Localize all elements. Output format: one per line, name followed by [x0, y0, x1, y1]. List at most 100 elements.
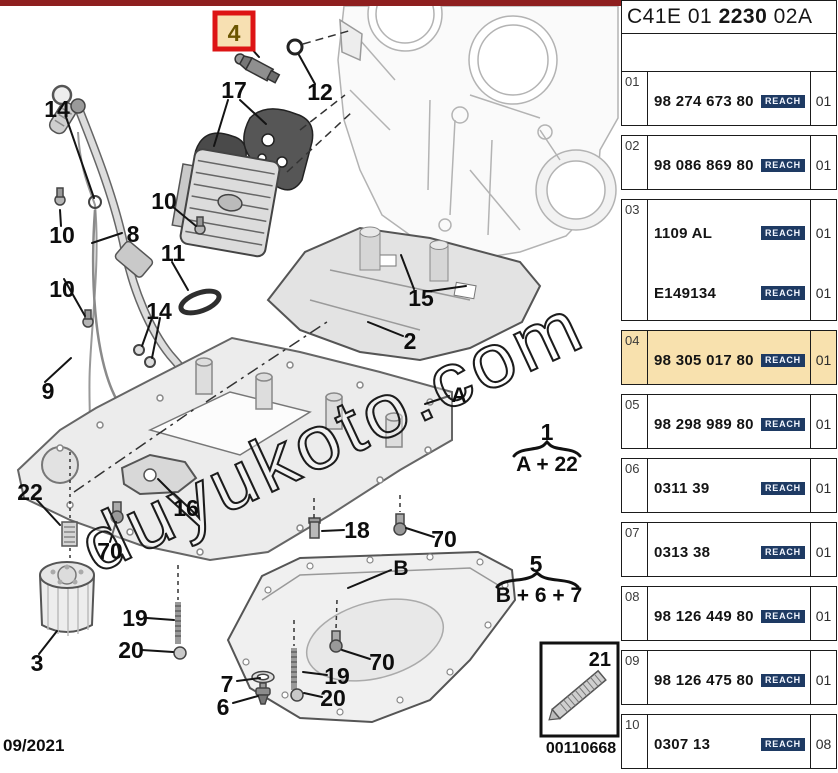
selected-callout-box[interactable]: 4 [212, 10, 256, 52]
leader-lines [36, 46, 467, 704]
upper-oil-pan [16, 336, 453, 562]
callout-17[interactable]: 17 [221, 77, 247, 103]
callout-14[interactable]: 14 [146, 298, 172, 324]
part-number[interactable]: 98 274 673 80 [654, 93, 754, 110]
quantity: 01 [815, 480, 832, 496]
row-index: 06 [622, 459, 648, 512]
part-number[interactable]: 98 126 449 80 [654, 608, 754, 625]
inset-box-21: 21 00110668 [539, 641, 620, 757]
quantity: 01 [815, 93, 832, 109]
quantity: 01 [815, 224, 832, 241]
reach-badge[interactable]: REACH [760, 609, 805, 624]
callout-7[interactable]: 7 [221, 671, 234, 697]
svg-text:5: 5 [530, 551, 543, 577]
callout-4[interactable]: 4 [228, 20, 241, 46]
quantity: 01 [815, 284, 832, 301]
row-index: 01 [622, 72, 648, 125]
table-row-01[interactable]: 01 98 274 673 80 REACH 01 [621, 71, 837, 126]
callout-16[interactable]: 16 [173, 495, 199, 521]
svg-text:1: 1 [541, 419, 554, 445]
lower-oil-pan [226, 550, 517, 724]
callout-2[interactable]: 2 [404, 328, 417, 354]
row-index: 02 [622, 136, 648, 189]
callout-10[interactable]: 10 [49, 276, 75, 302]
callout-18[interactable]: 18 [344, 517, 370, 543]
table-row-10[interactable]: 10 0307 13 REACH 08 [621, 714, 837, 769]
reach-badge[interactable]: REACH [760, 673, 805, 688]
part-number[interactable]: 98 126 475 80 [654, 672, 754, 689]
stud-part [548, 669, 607, 721]
plate-code-bold: 2230 [718, 5, 768, 28]
quantity: 01 [815, 352, 832, 368]
callout-6[interactable]: 6 [217, 694, 230, 720]
part-number[interactable]: 0313 38 [654, 544, 711, 561]
callout-70[interactable]: 70 [431, 526, 457, 552]
reach-badge[interactable]: REACH [760, 481, 805, 496]
callout-22[interactable]: 22 [17, 479, 43, 505]
quantity: 01 [815, 416, 832, 432]
reach-badge[interactable]: REACH [760, 226, 805, 240]
table-row-07[interactable]: 07 0313 38 REACH 01 [621, 522, 837, 577]
callout-3[interactable]: 3 [31, 650, 44, 676]
reach-badge[interactable]: REACH [760, 737, 805, 752]
quantity: 01 [815, 157, 832, 173]
table-row-04-selected[interactable]: 04 98 305 017 80 REACH 01 [621, 330, 837, 385]
row-index: 04 [622, 331, 648, 384]
oil-filter [39, 521, 95, 636]
hardware-parts [110, 501, 407, 705]
row-index: 07 [622, 523, 648, 576]
part-number[interactable]: 0311 39 [654, 480, 710, 497]
alignment-dashes [69, 29, 401, 646]
reach-badge[interactable]: REACH [760, 94, 805, 109]
plate-code: C41E 01 2230 02A [621, 0, 837, 34]
callout-19[interactable]: 19 [122, 605, 148, 631]
part-number[interactable]: 1109 AL [654, 224, 713, 242]
callout-19[interactable]: 19 [324, 663, 350, 689]
part-number[interactable]: 98 298 989 80 [654, 416, 754, 433]
table-row-08[interactable]: 08 98 126 449 80 REACH 01 [621, 586, 837, 641]
part-number[interactable]: 98 086 869 80 [654, 157, 754, 174]
callout-15[interactable]: 15 [408, 285, 434, 311]
table-row-03[interactable]: 03 1109 AL REACH E149134 REACH 01 01 [621, 199, 837, 321]
callout-12[interactable]: 12 [307, 79, 333, 105]
part-number[interactable]: 98 305 017 80 [654, 352, 754, 369]
callout-9[interactable]: 9 [42, 378, 55, 404]
inset-label: 21 [589, 649, 611, 671]
part-number[interactable]: E149134 [654, 284, 717, 302]
callout-70[interactable]: 70 [97, 538, 123, 564]
table-row-06[interactable]: 06 0311 39 REACH 01 [621, 458, 837, 513]
reach-badge[interactable]: REACH [760, 353, 805, 368]
row-index: 03 [622, 200, 648, 320]
reach-badge[interactable]: REACH [760, 545, 805, 560]
quantity: 01 [815, 672, 832, 688]
callout-10[interactable]: 10 [151, 188, 177, 214]
exploded-diagram: duyukoto.com 14 17 12 10 8 11 10 10 14 1… [0, 0, 622, 757]
callout-8[interactable]: 8 [127, 221, 140, 247]
top-accent-bar [0, 0, 622, 6]
reach-badge[interactable]: REACH [760, 158, 805, 173]
table-row-09[interactable]: 09 98 126 475 80 REACH 01 [621, 650, 837, 705]
figure-number: 00110668 [546, 740, 616, 757]
plate-code-suffix: 02A [767, 5, 813, 28]
parts-table: C41E 01 2230 02A 01 98 274 673 80 REACH … [621, 0, 837, 769]
reach-badge[interactable]: REACH [760, 286, 805, 300]
callout-B[interactable]: B [393, 557, 408, 580]
part-number[interactable]: 0307 13 [654, 736, 711, 753]
tube-clip [88, 195, 102, 209]
callout-14[interactable]: 14 [44, 96, 70, 122]
svg-text:A + 22: A + 22 [516, 453, 578, 476]
callout-A[interactable]: A [451, 384, 466, 407]
callout-11[interactable]: 11 [161, 240, 186, 266]
row-index: 08 [622, 587, 648, 640]
plate-code-subbox [621, 33, 837, 72]
row-index: 09 [622, 651, 648, 704]
table-row-05[interactable]: 05 98 298 989 80 REACH 01 [621, 394, 837, 449]
callout-20[interactable]: 20 [320, 685, 346, 711]
quantity: 08 [815, 736, 832, 752]
table-row-02[interactable]: 02 98 086 869 80 REACH 01 [621, 135, 837, 190]
callout-70[interactable]: 70 [369, 649, 395, 675]
reach-badge[interactable]: REACH [760, 417, 805, 432]
callout-10[interactable]: 10 [49, 222, 75, 248]
callout-20[interactable]: 20 [118, 637, 144, 663]
plate-code-prefix: C41E 01 [627, 5, 719, 28]
